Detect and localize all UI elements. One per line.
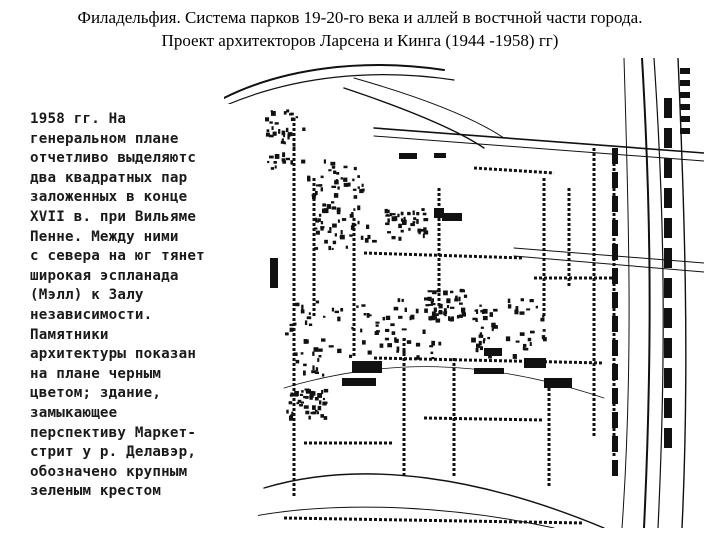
slide-title-line-1: Филадельфия. Система парков 19-20-го век… [77,8,643,27]
city-plan-drawing [224,58,704,528]
caption-panel: 1958 гг. На генеральном плане отчетливо … [24,104,258,524]
caption-text: 1958 гг. На генеральном плане отчетливо … [30,111,205,500]
slide-title-line-2: Проект архитекторов Ларсена и Кинга (194… [161,31,559,50]
city-plan-map [224,58,704,528]
slide-title: Филадельфия. Система парков 19-20-го век… [0,6,720,52]
